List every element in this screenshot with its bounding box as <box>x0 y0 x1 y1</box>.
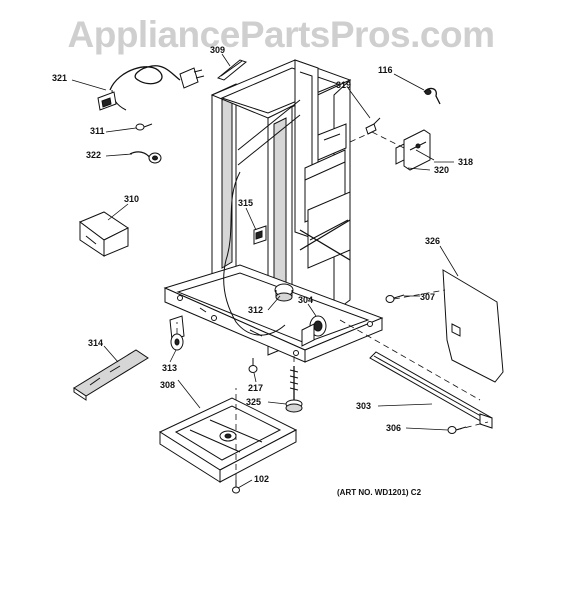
part-321-shape <box>97 65 205 111</box>
part-label-326: 326 <box>425 236 440 246</box>
part-label-308: 308 <box>160 380 175 390</box>
part-label-311: 311 <box>90 126 105 136</box>
part-322-shape <box>129 151 162 164</box>
part-326-shape <box>442 269 504 383</box>
watermark: AppliancePartsPros.com <box>67 14 495 55</box>
part-label-313: 313 <box>162 363 177 373</box>
wire-harness <box>223 171 286 336</box>
part-label-309: 309 <box>210 45 225 55</box>
part-325-shape <box>285 366 303 413</box>
part-308-shape <box>158 397 298 483</box>
part-310-shape <box>79 211 129 257</box>
part-313-shape <box>169 315 185 351</box>
part-label-314: 314 <box>88 338 103 348</box>
part-314-shape <box>73 349 149 401</box>
part-labels: 309 321 319 116 311 322 318 320 310 315 … <box>52 45 473 484</box>
part-label-322: 322 <box>86 150 101 160</box>
part-102-shape <box>232 480 240 494</box>
part-label-318: 318 <box>458 157 473 167</box>
part-319-shape <box>365 117 381 135</box>
part-217-shape <box>248 358 258 373</box>
part-label-320: 320 <box>434 165 449 175</box>
part-label-102: 102 <box>254 474 269 484</box>
part-303-shape <box>369 351 493 429</box>
assembly-guide-lines <box>176 131 489 480</box>
part-label-319: 319 <box>336 80 351 90</box>
part-318-shape <box>395 129 431 171</box>
part-309-shape <box>216 59 248 81</box>
part-311-shape <box>135 123 153 131</box>
part-label-307: 307 <box>420 292 435 302</box>
part-116-shape <box>423 87 441 105</box>
part-label-312: 312 <box>248 305 263 315</box>
part-label-304: 304 <box>298 295 313 305</box>
part-label-315: 315 <box>238 198 253 208</box>
leader-lines <box>71 53 459 489</box>
part-304-shape <box>301 315 327 347</box>
part-312-shape <box>274 283 294 302</box>
part-label-303: 303 <box>356 401 371 411</box>
part-label-321: 321 <box>52 73 67 83</box>
part-label-217: 217 <box>248 383 263 393</box>
part-315-shape <box>253 225 267 245</box>
part-label-116: 116 <box>378 65 393 75</box>
art-number: (ART NO. WD1201) C2 <box>337 488 422 497</box>
part-label-310: 310 <box>124 194 139 204</box>
part-label-306: 306 <box>386 423 401 433</box>
base-frame <box>163 264 384 363</box>
part-label-325: 325 <box>246 397 261 407</box>
